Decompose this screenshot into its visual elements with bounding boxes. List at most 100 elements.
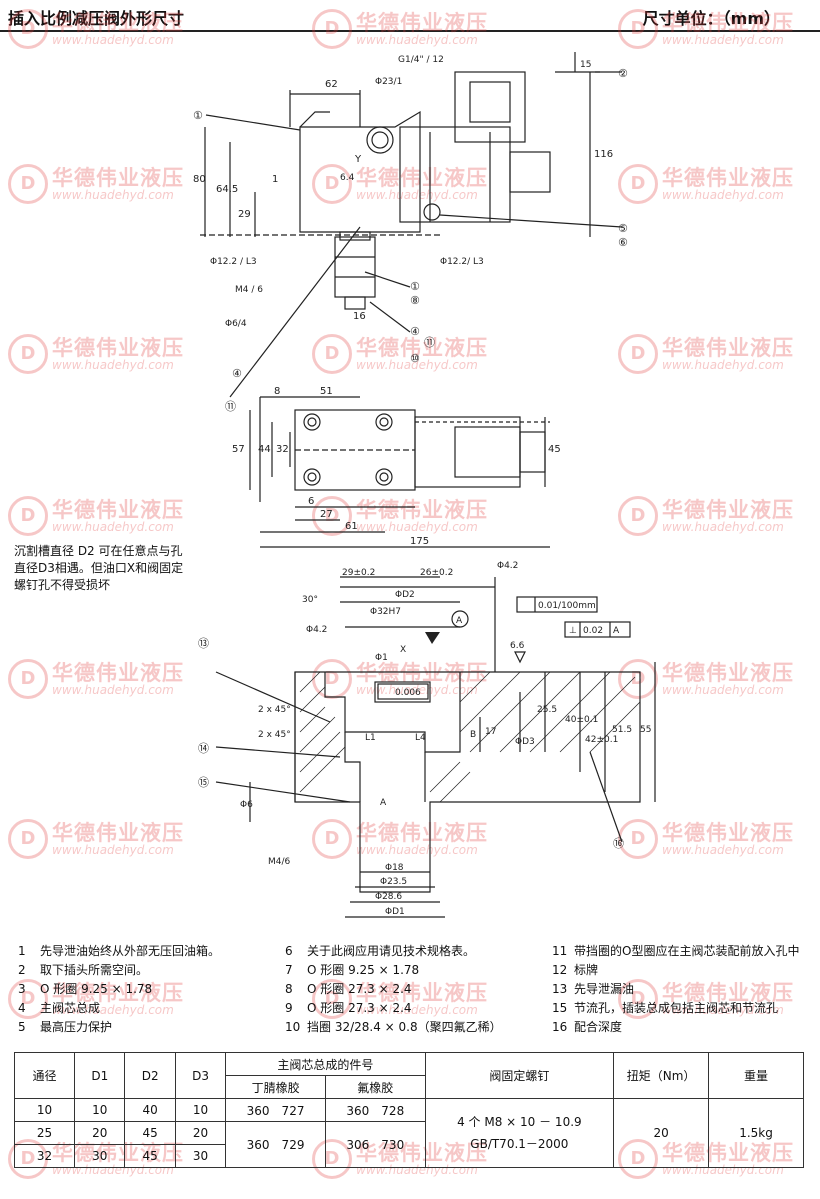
watermark-url: www.huadehyd.com xyxy=(356,683,478,697)
legend-number: 5 xyxy=(18,1020,26,1034)
watermark-url: www.huadehyd.com xyxy=(662,188,784,202)
cell-d3: 20 xyxy=(174,1121,227,1145)
dim-6b: 6 xyxy=(308,496,314,507)
watermark-url: www.huadehyd.com xyxy=(662,1003,784,1017)
dim-40: 40±0.1 xyxy=(565,715,598,725)
dim-45: 45 xyxy=(548,444,561,455)
tol-parallel: 0.01/100mm xyxy=(538,601,596,611)
legend-number: 9 xyxy=(285,1001,293,1015)
dim-2x45a: 2 x 45° xyxy=(258,705,291,715)
dim-51: 51 xyxy=(320,386,333,397)
dim-phi4-2b: Φ4.2 xyxy=(306,625,327,635)
dim-2x45b: 2 x 45° xyxy=(258,730,291,740)
callout-5: ⑤ xyxy=(618,222,628,235)
legend-text: O 形圈 9.25 × 1.78 xyxy=(40,982,153,996)
dim-y: Y xyxy=(354,154,362,165)
legend-text: 主阀芯总成 xyxy=(40,1001,101,1015)
dim-phi32h7: Φ32H7 xyxy=(370,607,401,617)
watermark-brand: 华德伟业液压 xyxy=(356,981,488,1005)
watermark-brand: 华德伟业液压 xyxy=(662,498,794,522)
brand-logo-icon: D xyxy=(312,164,352,204)
legend-number: 3 xyxy=(18,982,26,996)
callout-15: ⑮ xyxy=(198,776,209,789)
watermark-brand: 华德伟业液压 xyxy=(52,661,184,685)
dim-phi6: Φ6/4 xyxy=(225,319,247,329)
legend-text: 带挡圈的O型圈应在主阀芯装配前放入孔中 xyxy=(574,944,800,958)
cell-nbr: 360 727 xyxy=(225,1098,326,1122)
watermark-url: www.huadehyd.com xyxy=(52,520,174,534)
watermark-brand: 华德伟业液压 xyxy=(356,336,488,360)
watermark-url: www.huadehyd.com xyxy=(662,520,784,534)
callout-16: ⑯ xyxy=(613,837,624,850)
brand-logo-icon: D xyxy=(8,334,48,374)
cell-nbr: 360 729 xyxy=(225,1121,326,1168)
screw-standard: GB/T70.1－2000 xyxy=(470,1137,569,1151)
watermark-brand: 华德伟业液压 xyxy=(662,981,794,1005)
legend-text: 配合深度 xyxy=(574,1020,623,1034)
callout-1b: ① xyxy=(410,280,420,293)
watermark-brand: 华德伟业液压 xyxy=(52,981,184,1005)
th-weight: 重量 xyxy=(708,1052,804,1099)
cell-d1: 10 xyxy=(74,1098,126,1122)
brand-logo-icon: D xyxy=(618,979,658,1019)
cell-d2: 45 xyxy=(124,1121,176,1145)
brand-logo-icon: D xyxy=(618,819,658,859)
tol-perp-value: 0.02 xyxy=(583,626,603,636)
th-nbr: 丁腈橡胶 xyxy=(225,1075,326,1099)
cell-d1: 20 xyxy=(74,1121,126,1145)
watermark-brand: 华德伟业液压 xyxy=(356,821,488,845)
th-screw: 阀固定螺钉 xyxy=(424,1052,615,1099)
watermark-brand: 华德伟业液压 xyxy=(52,11,184,35)
datum-a: A xyxy=(456,616,463,626)
brand-logo-icon: D xyxy=(618,659,658,699)
cell-bore: 10 xyxy=(13,1098,76,1122)
dim-64-5: 64.5 xyxy=(216,184,238,195)
port-a: A xyxy=(380,798,387,808)
dim-62: 62 xyxy=(325,79,338,90)
cell-bore: 32 xyxy=(13,1144,76,1168)
brand-logo-icon: D xyxy=(312,979,352,1019)
cell-fkm: 306 730 xyxy=(324,1121,426,1168)
dim-29-02: 29±0.2 xyxy=(342,568,375,578)
watermark-url: www.huadehyd.com xyxy=(356,843,478,857)
dim-phid1: ΦD1 xyxy=(385,907,405,917)
legend-text: 先导泄油始终从外部无压回油箱。 xyxy=(40,944,221,958)
watermark-url: www.huadehyd.com xyxy=(52,1003,174,1017)
dim-57: 57 xyxy=(232,444,245,455)
legend-text: 取下插头所需空间。 xyxy=(40,963,149,977)
cell-weight: 1.5kg xyxy=(708,1098,804,1168)
dim-25-5: 25.5 xyxy=(537,705,557,715)
brand-logo-icon: D xyxy=(618,9,658,49)
dim-55: 55 xyxy=(640,725,651,735)
callout-13: ⑬ xyxy=(198,637,209,650)
callout-6: ⑥ xyxy=(618,236,628,249)
watermark-brand: 华德伟业液压 xyxy=(662,336,794,360)
tol-perp-datum: A xyxy=(613,626,620,636)
watermark-brand: 华德伟业液压 xyxy=(356,661,488,685)
brand-logo-icon: D xyxy=(312,334,352,374)
th-parts: 主阀芯总成的件号 xyxy=(225,1052,426,1076)
th-d1: D1 xyxy=(74,1052,126,1099)
callout-8: ⑧ xyxy=(410,294,420,307)
callout-14: ⑭ xyxy=(198,742,209,755)
watermark-url: www.huadehyd.com xyxy=(52,188,174,202)
callout-11: ⑪ xyxy=(424,336,435,349)
watermark-brand: 华德伟业液压 xyxy=(52,498,184,522)
